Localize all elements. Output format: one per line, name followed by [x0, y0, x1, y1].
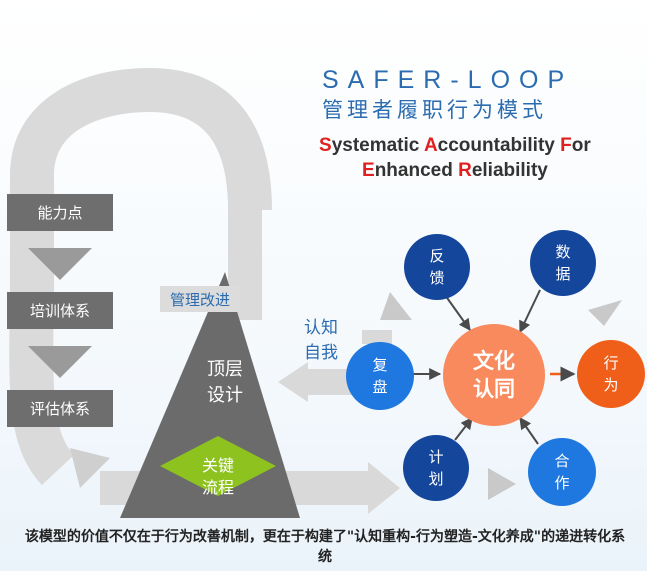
cognition-line-1: 认知: [304, 318, 338, 338]
step-arrow-1: [28, 248, 92, 280]
subtitle-initial: R: [458, 160, 472, 181]
subtitle-word: nhanced: [374, 160, 459, 181]
key-process-line-2: 流程: [201, 478, 234, 497]
step-arrow-2: [28, 346, 92, 378]
subtitle-initial: A: [423, 135, 438, 156]
cognition-arrow: [278, 362, 308, 402]
cognition-line-2: 自我: [304, 343, 338, 363]
subtitle-initial: F: [560, 135, 572, 156]
top-design-label: 顶层 设计: [180, 357, 270, 409]
deco-triangle-3: [488, 468, 516, 500]
deco-triangle-1: [380, 292, 412, 320]
key-process-label: 关键 流程: [188, 455, 248, 499]
step-training-system: 培训体系: [7, 292, 113, 329]
cognition-self-label: 认知 自我: [297, 316, 345, 366]
node-review-line-1: 复: [372, 356, 388, 374]
node-data-line-2: 据: [555, 265, 571, 283]
subtitle-line-2: Enhanced Reliability: [362, 160, 548, 182]
cognition-top-band: [362, 330, 392, 344]
node-behavior-line-2: 为: [603, 376, 619, 394]
title-cn: 管理者履职行为模式: [322, 98, 547, 122]
step-evaluation-system: 评估体系: [7, 390, 113, 427]
key-process-line-1: 关键: [201, 456, 234, 475]
arrow-plan-center: [454, 417, 473, 441]
subtitle-line-1: Systematic Accountability For: [319, 135, 591, 157]
node-data: 数据: [530, 230, 596, 296]
subtitle-word: ccountability: [437, 135, 561, 156]
arrow-coop-center: [519, 417, 539, 445]
subtitle-word: eliability: [471, 160, 548, 181]
node-coop-line-2: 作: [554, 474, 570, 492]
node-cooperation: 合作: [528, 438, 596, 506]
arrow-data-center: [519, 289, 541, 334]
node-culture-identity: 文化认同: [443, 324, 545, 426]
title-en: SAFER-LOOP: [322, 66, 574, 94]
node-feedback: 反馈: [404, 234, 470, 300]
deco-triangle-2: [588, 300, 622, 326]
node-center-line-2: 认同: [473, 377, 515, 401]
subtitle-initial: S: [319, 135, 332, 156]
node-feedback-line-2: 馈: [429, 269, 445, 287]
node-plan: 计划: [403, 435, 469, 501]
subtitle-word: ystematic: [331, 135, 424, 156]
key-process-diamond: [160, 436, 276, 496]
node-behavior-line-1: 行: [603, 354, 619, 372]
subtitle-initial: E: [362, 160, 375, 181]
arrow-feedback-center: [444, 294, 471, 331]
node-review: 复盘: [346, 342, 414, 410]
node-plan-line-1: 计: [428, 448, 444, 466]
node-plan-line-2: 划: [428, 470, 444, 488]
node-center-line-1: 文化: [473, 349, 515, 373]
management-improvement-label: 管理改进: [160, 286, 240, 312]
caption: 该模型的价值不仅在于行为改善机制，更在于构建了"认知重构-行为塑造-文化养成"的…: [24, 529, 626, 565]
node-coop-line-1: 合: [554, 452, 570, 470]
top-design-line-2: 设计: [207, 385, 243, 406]
node-feedback-line-1: 反: [429, 247, 445, 265]
lower-band-arrow: [368, 462, 400, 514]
node-data-line-1: 数: [555, 243, 571, 261]
node-review-line-2: 盘: [372, 378, 388, 396]
subtitle-word: or: [571, 135, 591, 156]
node-behavior: 行为: [577, 340, 645, 408]
step-ability-points: 能力点: [7, 194, 113, 231]
top-design-line-1: 顶层: [207, 359, 243, 380]
loop-return-arrow: [70, 448, 110, 488]
